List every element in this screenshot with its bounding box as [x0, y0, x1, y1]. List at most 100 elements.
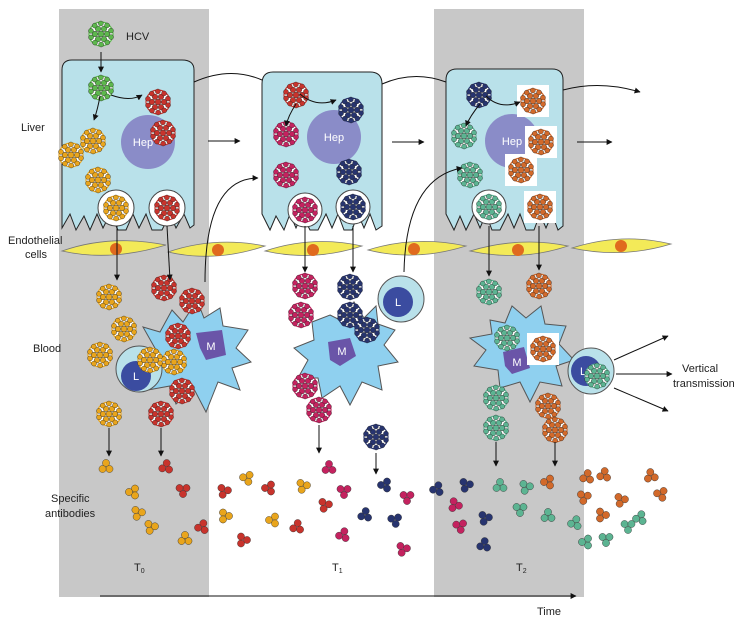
antibody: [321, 460, 337, 474]
macrophage-label-t2: M: [512, 357, 521, 369]
antibody: [644, 468, 659, 483]
time-label: Time: [537, 606, 561, 618]
antibody: [237, 532, 251, 548]
virus-particle: [80, 127, 106, 155]
antibody: [492, 478, 508, 492]
virus-particle: [494, 324, 520, 352]
hcv-label: HCV: [126, 31, 150, 43]
virus-particle: [292, 372, 318, 400]
virus-particle: [363, 423, 389, 451]
arrow-vertical: [613, 335, 669, 361]
virus-particle: [103, 194, 129, 222]
arrow-cell-to-cell: [193, 72, 263, 83]
antibody: [567, 515, 582, 530]
virus-particle: [87, 341, 113, 369]
antibody: [289, 519, 304, 534]
antibody: [396, 542, 411, 557]
antibody: [614, 493, 629, 508]
virus-particle: [584, 362, 610, 390]
phase-label-t0: T0: [134, 562, 145, 575]
arrow-cell-to-cell: [562, 84, 641, 94]
virus-particle: [148, 400, 174, 428]
antibody: [512, 503, 528, 517]
virus-particle: [354, 316, 380, 344]
virus-particle: [161, 348, 187, 376]
antibodies-label: Specific: [51, 493, 90, 505]
antibody: [448, 497, 463, 512]
antibody: [387, 513, 402, 528]
antibody: [596, 467, 611, 482]
virus-particle: [88, 20, 114, 48]
antibody: [596, 507, 610, 523]
antibody: [598, 533, 614, 547]
virus-particles: [58, 20, 610, 451]
antibody: [620, 520, 636, 534]
virus-particle: [292, 272, 318, 300]
virus-particle: [96, 400, 122, 428]
antibody: [399, 491, 415, 505]
antibody: [377, 477, 391, 493]
antibody: [540, 474, 554, 490]
blood-label: Blood: [33, 343, 61, 355]
arrow-hep-inner: [284, 103, 297, 127]
antibody: [476, 537, 491, 552]
virus-particle: [145, 88, 171, 116]
virus-particle: [542, 416, 568, 444]
arrow-reinfection: [204, 175, 259, 283]
virus-particle: [457, 161, 483, 189]
hep-label-t2: Hep: [502, 136, 522, 148]
antibody: [452, 519, 467, 534]
macrophage-t2: M: [468, 305, 575, 404]
virus-particle: [340, 193, 366, 221]
phase-label-t1: T1: [332, 562, 343, 575]
antibody: [175, 484, 191, 498]
arrow-hep-inner: [299, 93, 337, 105]
antibody: [261, 480, 275, 496]
virus-particle: [451, 122, 477, 150]
arrow-infection: [92, 95, 101, 121]
virus-particle: [476, 193, 502, 221]
arrow-release: [166, 225, 173, 281]
antibody: [336, 485, 352, 499]
virus-particle: [150, 119, 176, 147]
antibody: [239, 471, 254, 486]
antibody: [98, 459, 114, 473]
endothelial-layer: [60, 238, 673, 257]
virus-particle: [111, 315, 137, 343]
endothelial-label: Endothelial: [8, 235, 62, 247]
antibody: [579, 469, 594, 484]
virus-particle: [273, 161, 299, 189]
arrow-reinfection: [403, 166, 463, 273]
macrophage-t0: M: [136, 298, 252, 414]
antibody: [318, 498, 333, 513]
virus-particle: [88, 74, 114, 102]
virus-particle: [483, 384, 509, 412]
virus-particle: [525, 126, 557, 158]
virus-particle: [338, 96, 364, 124]
antibody: [519, 480, 534, 495]
virus-particle: [169, 377, 195, 405]
antibody: [653, 487, 668, 502]
arrow-vertical: [613, 387, 669, 412]
macrophage-label-t1: M: [337, 346, 346, 358]
antibody: [540, 508, 556, 522]
arrow-hep-inner: [485, 95, 521, 107]
hep-label-t0: Hep: [133, 137, 153, 149]
virus-particle: [505, 154, 537, 186]
hep-label-t1: Hep: [324, 132, 344, 144]
virus-particle: [337, 301, 363, 329]
virus-particle: [58, 141, 84, 169]
antibody: [158, 459, 173, 474]
antibody: [219, 508, 233, 524]
antibodies-field: [98, 459, 668, 557]
arrow-infection: [110, 94, 143, 101]
virus-particle: [517, 85, 549, 117]
virus-particle: [154, 194, 180, 222]
virus-particle: [337, 273, 363, 301]
antibody: [217, 484, 232, 499]
antibody: [578, 534, 592, 550]
arrow-cell-to-cell: [381, 75, 447, 85]
virus-particle: [179, 287, 205, 315]
